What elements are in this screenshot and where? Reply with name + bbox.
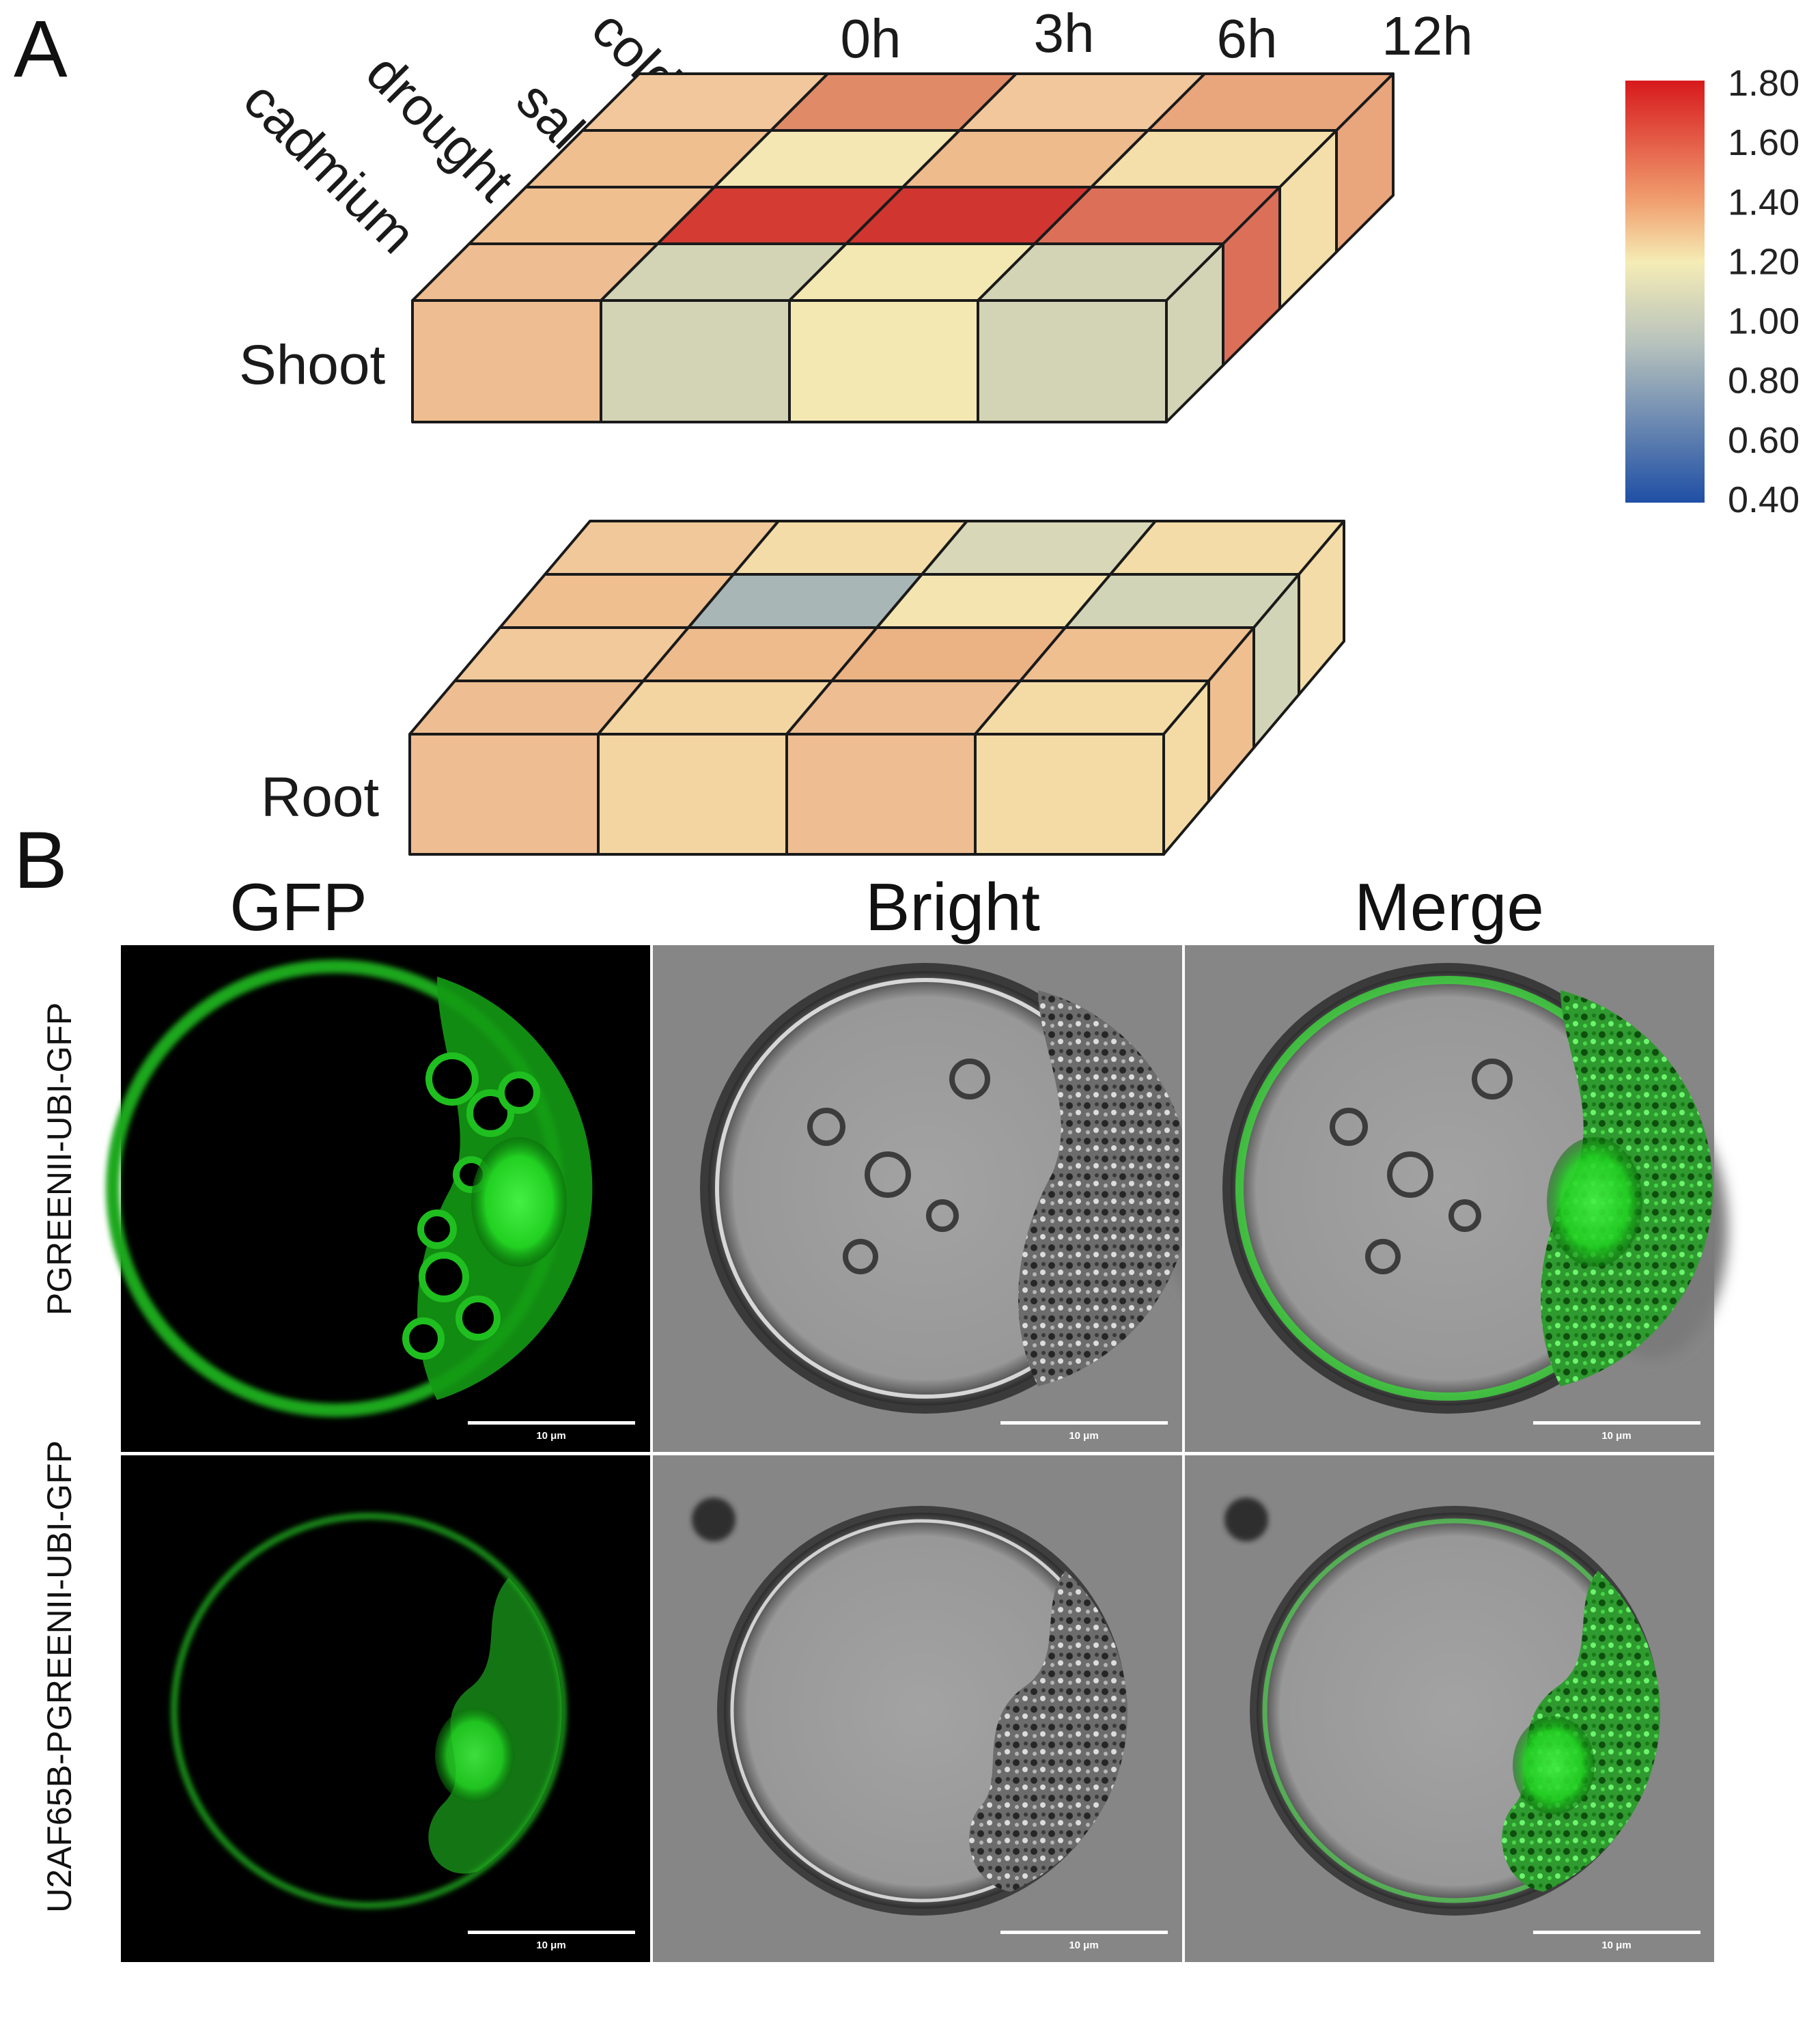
scale-bar (1000, 1421, 1168, 1425)
time-label-6h: 6h (1217, 8, 1278, 69)
colorbar-tick-label: 1.40 (1728, 182, 1799, 223)
scale-bar-label: 10 μm (536, 1940, 565, 1951)
panel-a-letter: A (14, 4, 68, 94)
shoot-heatmap-block (411, 72, 1395, 423)
layer-label-shoot: Shoot (239, 334, 386, 396)
scale-bar (1533, 1931, 1700, 1934)
column-title-gfp: GFP (229, 869, 367, 944)
heatmap-cell-side (1162, 680, 1210, 856)
scale-bar-label: 10 μm (536, 1430, 565, 1442)
heatmap-cell-front (974, 733, 1165, 856)
colorbar-tick-label: 0.40 (1728, 479, 1799, 520)
heatmap-cell-front (785, 733, 977, 856)
heatmap-cell-side (1165, 242, 1224, 423)
image-gfp-control: 10 μm (106, 945, 650, 1452)
scale-bar (468, 1931, 635, 1934)
colorbar-tick-label: 0.80 (1728, 361, 1799, 402)
heatmap-cell-front (977, 299, 1168, 423)
heatmap-cell-front (408, 733, 600, 856)
time-label-0h: 0h (841, 8, 901, 69)
heatmap-cell-front (597, 733, 788, 856)
colorbar-tick-label: 0.60 (1728, 420, 1799, 461)
colorbar-tick-label: 1.20 (1728, 241, 1799, 282)
scale-bar (468, 1421, 635, 1425)
image-merge-control: 10 μm (1185, 945, 1728, 1452)
colorbar-ticks: 1.80 1.60 1.40 1.20 1.00 0.80 0.60 0.40 (1728, 63, 1799, 520)
tile-separator (121, 1452, 1714, 1455)
time-label-3h: 3h (1034, 3, 1095, 64)
root-heatmap-block (408, 520, 1345, 856)
colorbar: 1.80 1.60 1.40 1.20 1.00 0.80 0.60 0.40 (1625, 63, 1799, 520)
layer-label-root: Root (261, 766, 379, 828)
panel-b: B GFP Bright Merge PGREENII-UBI-GFP U2AF… (14, 815, 1728, 1962)
column-title-merge: Merge (1354, 869, 1544, 944)
scale-bar-label: 10 μm (1601, 1940, 1631, 1951)
colorbar-tick-label: 1.80 (1728, 63, 1799, 104)
heatmap-cell-front (600, 299, 791, 423)
panel-a: A 0h 3h 6h 12h cadmium drought salt cold… (14, 0, 1799, 856)
image-merge-u2af65b: 10 μm (1185, 1455, 1714, 1962)
scale-bar (1533, 1421, 1700, 1425)
row-label-control: PGREENII-UBI-GFP (40, 1003, 79, 1315)
scale-bar-label: 10 μm (1069, 1430, 1098, 1442)
scale-bar (1000, 1931, 1168, 1934)
colorbar-tick-label: 1.60 (1728, 122, 1799, 163)
row-label-u2af65b: U2AF65B-PGREENII-UBI-GFP (40, 1440, 79, 1913)
colorbar-tick-label: 1.00 (1728, 301, 1799, 342)
heatmap-cell-front (788, 299, 979, 423)
image-gfp-u2af65b: 10 μm (121, 1455, 650, 1962)
scale-bar-label: 10 μm (1069, 1940, 1098, 1951)
scale-bar-label: 10 μm (1601, 1430, 1631, 1442)
panel-b-letter: B (14, 815, 68, 906)
colorbar-gradient (1625, 81, 1705, 503)
heatmap-cell-front (411, 299, 602, 423)
column-title-bright: Bright (865, 869, 1040, 944)
image-bright-u2af65b: 10 μm (653, 1455, 1182, 1962)
time-label-12h: 12h (1382, 5, 1472, 66)
